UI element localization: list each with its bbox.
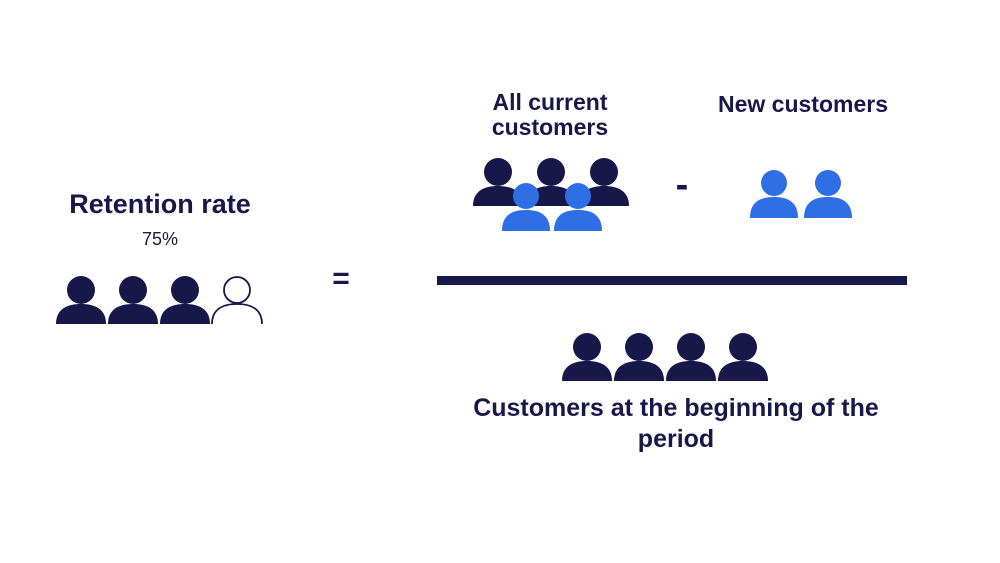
person-icon xyxy=(160,276,210,324)
person-icon xyxy=(614,333,664,381)
person-icon xyxy=(526,158,576,206)
minus-sign: - xyxy=(675,164,689,206)
person-icon xyxy=(718,333,768,381)
person-icon xyxy=(554,183,602,231)
person-icon xyxy=(562,333,612,381)
new-customers-icons xyxy=(750,170,852,218)
retention-rate-icons xyxy=(56,276,263,325)
person-icon xyxy=(108,276,158,324)
person-outline-icon xyxy=(211,276,263,325)
equals-sign: = xyxy=(332,262,350,295)
person-icon xyxy=(56,276,106,324)
fraction-divider xyxy=(437,276,907,285)
all-current-customers-icons xyxy=(473,158,629,231)
beginning-customers-icons xyxy=(562,333,768,381)
all-current-customers-label: All current customers xyxy=(491,89,609,140)
person-icon xyxy=(502,183,550,231)
person-icon xyxy=(750,170,798,218)
person-icon xyxy=(473,158,523,206)
person-icon xyxy=(579,158,629,206)
retention-rate-percent: 75% xyxy=(141,229,179,249)
person-icon xyxy=(804,170,852,218)
new-customers-label: New customers xyxy=(717,91,888,117)
retention-rate-title: Retention rate xyxy=(69,189,251,219)
beginning-customers-label: Customers at the beginning of the period xyxy=(473,394,879,453)
person-icon xyxy=(666,333,716,381)
